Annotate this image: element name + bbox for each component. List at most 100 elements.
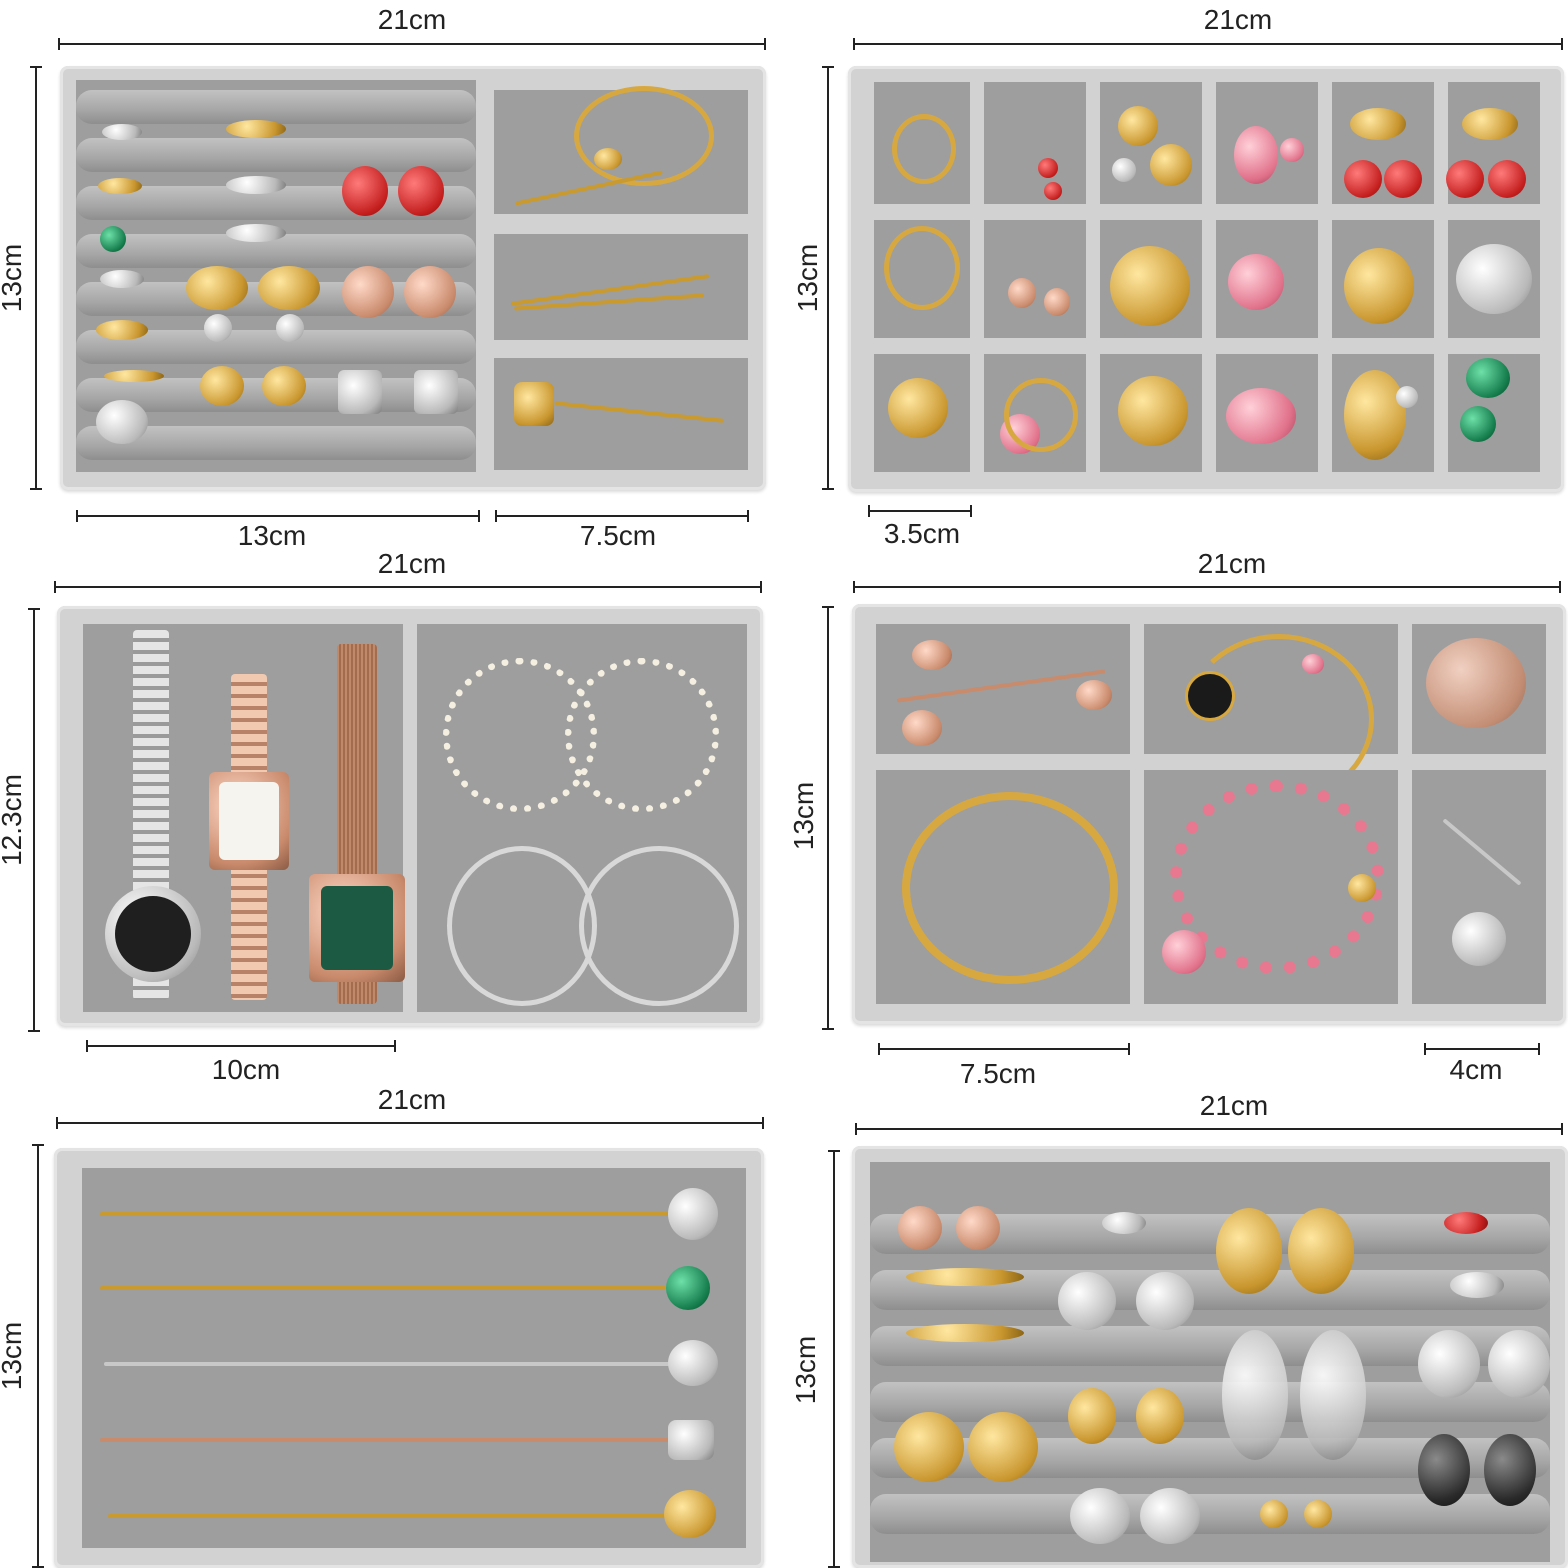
ring: [226, 176, 286, 194]
compartment: [1412, 624, 1546, 754]
butterfly-charm: [912, 640, 952, 670]
dimension-line-tray2-cell: [868, 505, 972, 517]
dimension-line-tray3-width: [54, 581, 762, 593]
dimension-label-tray4-height: 13cm: [788, 781, 819, 851]
pearl: [1396, 386, 1418, 408]
dimension-line-tray4-section-c: [1424, 1043, 1540, 1055]
dimension-line-tray3-height: [28, 608, 40, 1032]
jewelry-tray-18-grid-earrings: [848, 66, 1564, 492]
flower-earring: [1228, 254, 1284, 310]
ruby-ring: [1444, 1212, 1488, 1234]
butterfly-ring: [96, 400, 148, 444]
necklace-compartment-bottom: [494, 358, 748, 470]
dimension-line-tray5-width: [56, 1117, 764, 1129]
red-bead-earring: [1038, 158, 1058, 178]
knot-hoop-earring: [1216, 1208, 1282, 1294]
jewelry-tray-6-section-bracelets: [852, 604, 1566, 1024]
dimension-label-tray5-height: 13cm: [0, 1321, 27, 1391]
starburst-earring: [968, 1412, 1038, 1482]
silver-necklace: [104, 1362, 670, 1366]
gold-hoop-earring: [892, 114, 956, 184]
green-watch-dial: [321, 886, 393, 970]
dimension-label-tray2-cell: 3.5cm: [883, 518, 961, 549]
dimension-label-tray1-section-a: 13cm: [237, 520, 307, 551]
pearl-drop: [204, 314, 232, 342]
dimension-label-tray5-width: 21cm: [377, 1084, 447, 1115]
dimension-label-tray4-section-a: 7.5cm: [959, 1058, 1037, 1089]
gold-necklace: [100, 1438, 670, 1442]
pearl-hoop-earring: [565, 658, 719, 812]
rose-gold-butterfly-necklace: [896, 669, 1106, 703]
pearl-drop-earring: [1300, 1330, 1366, 1460]
dimension-line-tray1-width: [58, 38, 766, 50]
grid-cell: [984, 220, 1086, 338]
gold-hoop-earring: [1004, 378, 1078, 452]
dimension-label-tray3-width: 21cm: [377, 548, 447, 579]
ring: [98, 178, 142, 194]
star-earring: [1118, 376, 1188, 446]
ring-roll-section: [870, 1162, 1550, 1562]
black-bow-crystal-earring: [1484, 1434, 1536, 1506]
black-clover-charm: [1188, 674, 1232, 718]
watch-compartment: [83, 624, 405, 1012]
necklace-compartment: [82, 1168, 746, 1548]
pink-crystal-earring: [1234, 126, 1278, 184]
dimension-line-tray4-section-a: [878, 1043, 1130, 1055]
dimension-label-tray1-height: 13cm: [0, 243, 27, 313]
cherry-earring: [1384, 160, 1422, 198]
pearl-drop-earring: [1222, 1330, 1288, 1460]
star-ring: [1450, 1272, 1504, 1298]
ring: [226, 224, 286, 242]
pink-flower-charm: [1162, 930, 1206, 974]
gold-chain: [554, 401, 724, 423]
pearl-drop: [276, 314, 304, 342]
gold-necklace: [100, 1286, 666, 1290]
dimension-label-tray1-section-b: 7.5cm: [579, 520, 657, 551]
heart-stud-earring: [200, 366, 244, 406]
gold-bangle: [574, 86, 714, 186]
swan-pendant: [668, 1188, 718, 1240]
compartment: [1144, 770, 1398, 1004]
twist-earring: [956, 1206, 1000, 1250]
solitaire-ring: [1102, 1212, 1146, 1234]
gold-hoop-earring: [884, 226, 960, 310]
twist-earring: [898, 1206, 942, 1250]
dimension-line-tray1-section-a: [76, 510, 480, 522]
pearl-stud-earring: [1136, 1272, 1194, 1330]
dimension-line-tray2-width: [853, 38, 1563, 50]
ring: [104, 370, 164, 382]
dimension-line-tray3-section-a: [86, 1040, 396, 1052]
silver-hoop-earring: [579, 846, 739, 1006]
square-earring: [338, 370, 382, 414]
compartment: [1144, 624, 1398, 804]
earring-findings: [888, 378, 948, 438]
knot-hoop-earring: [1288, 1208, 1354, 1294]
square-earring: [414, 370, 458, 414]
black-bow-crystal-earring: [1418, 1434, 1470, 1506]
bow-hoop-earring: [1418, 1330, 1480, 1398]
ring: [100, 270, 144, 288]
gold-ball-earring: [1150, 144, 1192, 186]
cylinder-pendant: [668, 1420, 714, 1460]
dimension-label-tray6-width: 21cm: [1199, 1090, 1269, 1121]
flower-earring: [1226, 388, 1296, 444]
bow-hoop-earring: [1488, 1330, 1550, 1398]
star-stud-earring: [1260, 1500, 1288, 1528]
bow-earring: [258, 266, 320, 310]
silver-heart-pendant: [1452, 912, 1506, 966]
agate-drop-earring: [1008, 278, 1036, 308]
dimension-line-tray6-width: [855, 1123, 1563, 1135]
dimension-line-tray2-height: [822, 66, 834, 490]
round-glass-pendant: [666, 1266, 710, 1310]
ring: [226, 120, 286, 138]
butterfly-pendant: [668, 1340, 718, 1386]
agate-drop-earring: [1044, 288, 1070, 316]
heart-earring: [398, 166, 444, 216]
starfish-earring: [1460, 406, 1496, 442]
ring-roll-section: [76, 80, 476, 472]
dimension-line-tray1-section-b: [495, 510, 749, 522]
ring-roll: [76, 90, 476, 124]
gold-necklace: [100, 1212, 680, 1216]
dimension-label-tray2-width: 21cm: [1203, 4, 1273, 35]
butterfly-charm: [902, 710, 942, 746]
